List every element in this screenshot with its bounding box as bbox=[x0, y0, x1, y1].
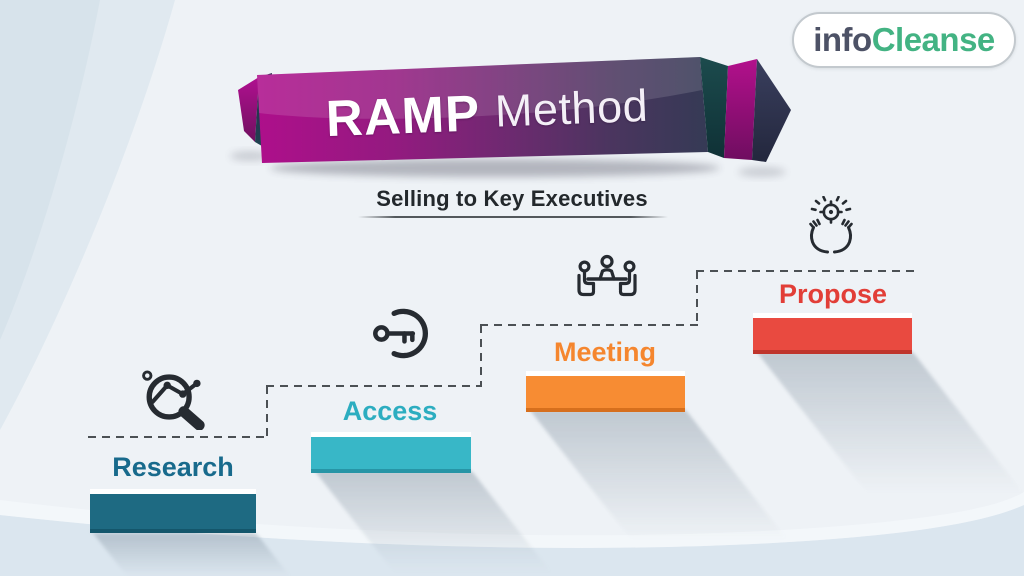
step-bar-propose bbox=[753, 313, 912, 354]
step-shadow bbox=[93, 533, 290, 576]
bar-body bbox=[526, 376, 685, 408]
step-bar-research bbox=[90, 489, 256, 533]
key-icon bbox=[372, 306, 434, 361]
dashed-connector bbox=[480, 325, 482, 385]
bar-highlight bbox=[90, 489, 256, 494]
step-label-access: Access bbox=[342, 396, 438, 426]
banner-title: RAMP Method bbox=[270, 58, 703, 166]
step-label-meeting: Meeting bbox=[553, 337, 656, 367]
logo-text-info: info bbox=[813, 21, 872, 58]
dashed-connector bbox=[696, 270, 915, 272]
hands-target-icon bbox=[799, 195, 863, 256]
bar-body bbox=[90, 494, 256, 529]
bar-body bbox=[753, 318, 912, 350]
bar-highlight bbox=[311, 432, 471, 437]
dashed-connector bbox=[480, 324, 698, 326]
bar-highlight bbox=[753, 313, 912, 318]
dashed-connector bbox=[266, 386, 268, 436]
bar-body bbox=[311, 437, 471, 469]
step-bar-access bbox=[311, 432, 471, 473]
subtitle-underline bbox=[358, 216, 668, 218]
step-bar-meeting bbox=[526, 371, 685, 412]
page-subtitle: Selling to Key Executives bbox=[376, 186, 648, 211]
bar-edge bbox=[526, 408, 685, 412]
bar-edge bbox=[753, 350, 912, 354]
dashed-connector bbox=[696, 271, 698, 324]
step-label-propose: Propose bbox=[778, 279, 888, 309]
banner-title-light: Method bbox=[494, 79, 649, 137]
meeting-table-icon bbox=[573, 254, 641, 304]
dashed-connector bbox=[88, 436, 268, 438]
dashed-connector bbox=[266, 385, 482, 387]
bar-edge bbox=[90, 529, 256, 533]
ramp-ribbon-banner bbox=[230, 57, 791, 177]
step-label-research: Research bbox=[112, 452, 234, 482]
banner-title-bold: RAMP bbox=[324, 83, 482, 147]
logo-text-cleanse: Cleanse bbox=[871, 21, 996, 58]
bar-edge bbox=[311, 469, 471, 473]
magnifier-trend-icon bbox=[139, 366, 211, 431]
bar-highlight bbox=[526, 371, 685, 376]
